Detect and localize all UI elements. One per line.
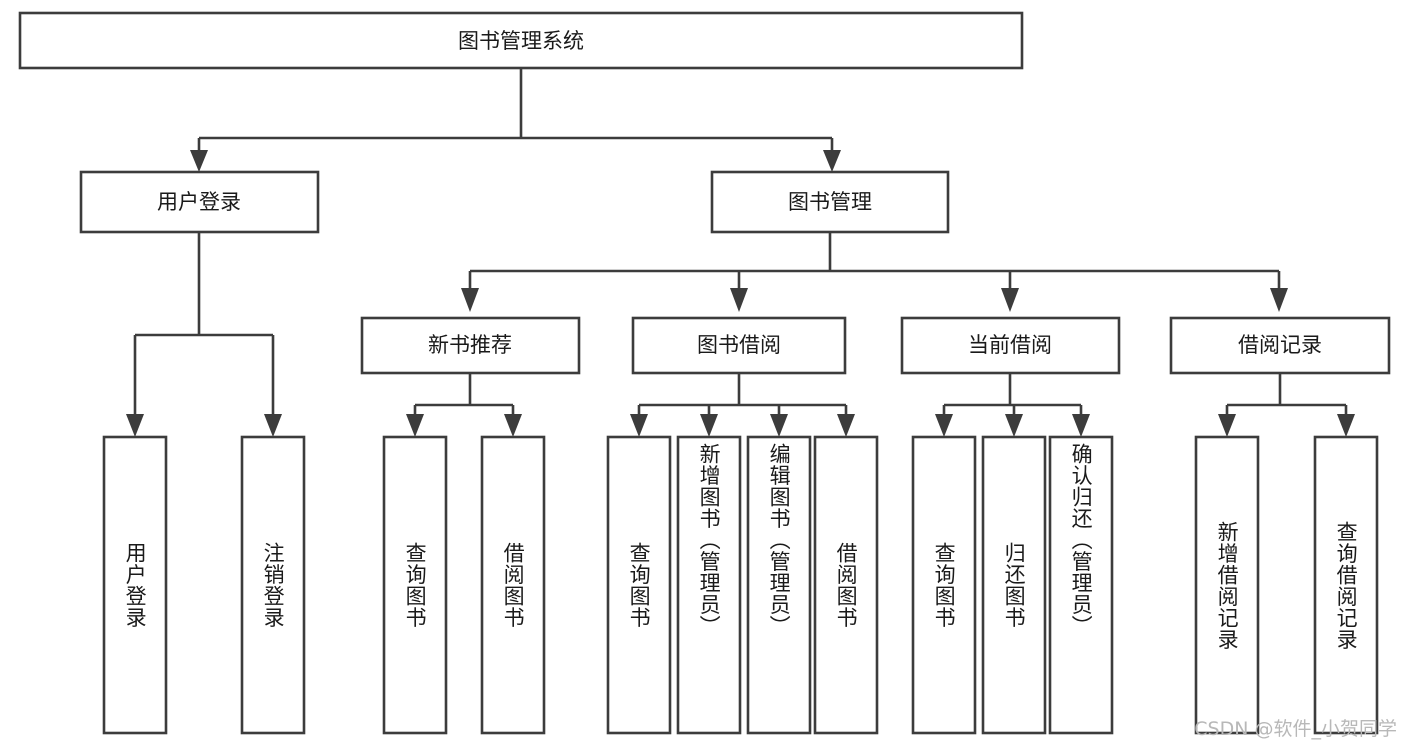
node-new-book-recommend-box <box>360 316 581 375</box>
arrow-head-icon <box>935 414 953 437</box>
arrow-head-icon <box>504 414 522 437</box>
arrow-head-icon <box>190 150 208 172</box>
leaf-box-return-book[interactable] <box>981 435 1047 735</box>
arrow-head-icon <box>823 150 841 172</box>
node-current-borrow-box <box>900 316 1121 375</box>
node-borrow-record[interactable]: 借阅记录 <box>1169 316 1391 375</box>
arrow-head-icon <box>1337 414 1355 437</box>
node-new-book-recommend[interactable]: 新书推荐 <box>360 316 581 375</box>
node-book-management[interactable]: 图书管理 <box>710 170 950 234</box>
arrow-head-icon <box>770 414 788 437</box>
arrow-head-icon <box>700 414 718 437</box>
arrow-head-icon <box>837 414 855 437</box>
arrow-head-icon <box>461 288 479 312</box>
leaf-box-query-book-1[interactable] <box>382 435 448 735</box>
arrow-head-icon <box>406 414 424 437</box>
arrow-head-icon <box>730 288 748 312</box>
node-root[interactable]: 图书管理系统 <box>18 11 1024 70</box>
connector-current-borrow-to-leaves <box>935 373 1090 437</box>
leaf-box-user-logout[interactable] <box>240 435 306 735</box>
node-book-borrow[interactable]: 图书借阅 <box>631 316 847 375</box>
arrow-head-icon <box>630 414 648 437</box>
node-user-login-label: 用户登录 <box>157 190 241 214</box>
connector-book-borrow-to-leaves <box>630 373 855 437</box>
arrow-head-icon <box>264 414 282 437</box>
leaf-box-query-book-3[interactable] <box>911 435 977 735</box>
connector-book-management-to-level2 <box>461 232 1288 312</box>
watermark-text: CSDN @软件_小贺同学 <box>1194 718 1397 740</box>
node-current-borrow[interactable]: 当前借阅 <box>900 316 1121 375</box>
node-user-login[interactable]: 用户登录 <box>79 170 320 234</box>
node-new-book-recommend-label: 新书推荐 <box>428 333 512 357</box>
arrow-head-icon <box>126 414 144 437</box>
arrow-head-icon <box>1005 414 1023 437</box>
leaf-box-add-record[interactable] <box>1194 435 1260 735</box>
leaf-box-query-record[interactable] <box>1313 435 1379 735</box>
leaf-box-borrow-book-2[interactable] <box>813 435 879 735</box>
connector-root-to-level1 <box>190 68 841 172</box>
node-book-borrow-label: 图书借阅 <box>697 333 781 357</box>
node-root-box <box>18 11 1024 70</box>
leaf-box-confirm-return[interactable] <box>1048 435 1114 735</box>
leaf-box-query-book-2[interactable] <box>606 435 672 735</box>
arrow-head-icon <box>1001 288 1019 312</box>
node-current-borrow-label: 当前借阅 <box>968 333 1052 357</box>
connector-user-login-to-leaves <box>126 232 282 437</box>
arrow-head-icon <box>1072 414 1090 437</box>
connector-new-book-recommend-to-leaves <box>406 373 522 437</box>
node-borrow-record-label: 借阅记录 <box>1238 333 1322 357</box>
node-book-management-label: 图书管理 <box>788 190 872 214</box>
arrow-head-icon <box>1218 414 1236 437</box>
leaf-box-borrow-book-1[interactable] <box>480 435 546 735</box>
leaf-box-add-book[interactable] <box>676 435 742 735</box>
leaf-box-edit-book[interactable] <box>746 435 812 735</box>
connector-borrow-record-to-leaves <box>1218 373 1355 437</box>
leaf-box-user-login[interactable] <box>102 435 168 735</box>
arrow-head-icon <box>1270 288 1288 312</box>
node-user-login-box <box>79 170 320 234</box>
node-root-label: 图书管理系统 <box>458 29 584 53</box>
